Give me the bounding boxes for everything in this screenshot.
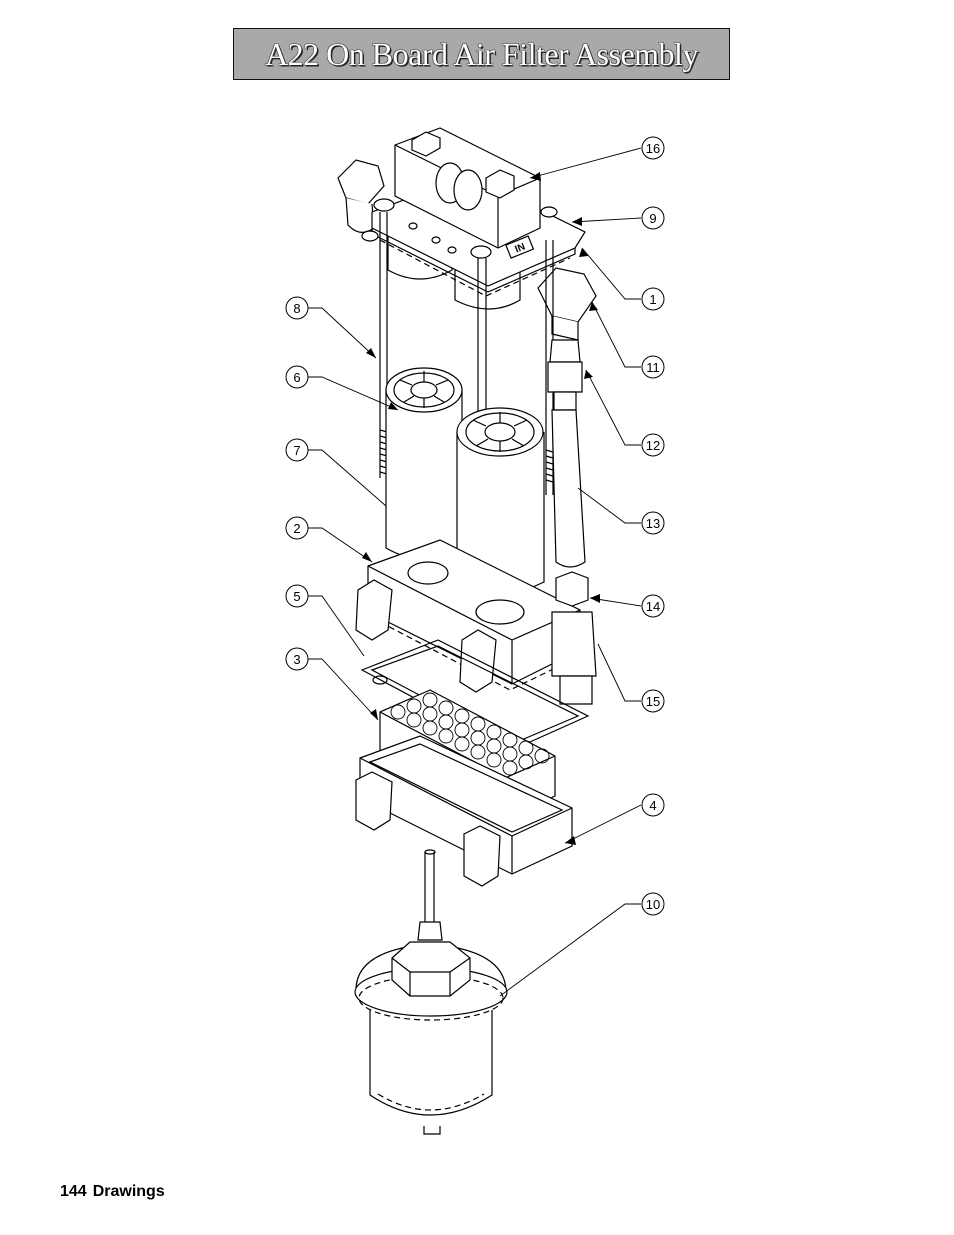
callout-15: 15 [641,689,665,713]
callout-balloons: 16 9 1 11 12 13 14 15 4 10 8 6 7 2 5 [285,136,665,916]
callout-label-7: 7 [293,443,300,458]
callout-1: 1 [641,287,665,311]
callout-label-12: 12 [646,438,660,453]
lower-housing [355,735,573,887]
callout-6: 6 [285,365,309,389]
callout-label-3: 3 [293,652,300,667]
page-footer: 144 Drawings [60,1183,171,1201]
callout-9: 9 [641,206,665,230]
callout-label-10: 10 [646,897,660,912]
title-banner: A22 On Board Air Filter Assembly [233,28,730,80]
callout-4: 4 [641,793,665,817]
callout-label-6: 6 [293,370,300,385]
base-housing [355,539,597,705]
callout-label-15: 15 [646,694,660,709]
callout-3: 3 [285,647,309,671]
callout-13: 13 [641,511,665,535]
top-head-assembly: IN [337,127,597,341]
callout-12: 12 [641,433,665,457]
filter-elements [385,367,545,594]
callout-11: 11 [641,355,665,379]
callout-label-11: 11 [646,360,660,375]
inlet-marking: IN [513,241,526,255]
page-number: 144 [60,1183,87,1200]
callout-label-9: 9 [649,211,656,226]
callout-14: 14 [641,594,665,618]
page-title: A22 On Board Air Filter Assembly [265,35,698,72]
section-name: Drawings [92,1183,165,1200]
drain-valve [354,849,508,1135]
callout-label-16: 16 [646,141,660,156]
leader-arrowheads [362,172,600,845]
leader-lines [308,147,642,997]
callout-2: 2 [285,516,309,540]
callout-8: 8 [285,296,309,320]
callout-5: 5 [285,584,309,608]
callout-label-4: 4 [649,798,656,813]
callout-label-13: 13 [646,516,660,531]
callout-16: 16 [641,136,665,160]
callout-10: 10 [641,892,665,916]
callout-label-2: 2 [293,521,300,536]
callout-label-5: 5 [293,589,300,604]
callout-label-1: 1 [649,292,656,307]
callout-7: 7 [285,438,309,462]
callout-label-14: 14 [646,599,660,614]
callout-label-8: 8 [293,301,300,316]
hose-assembly [547,339,586,568]
